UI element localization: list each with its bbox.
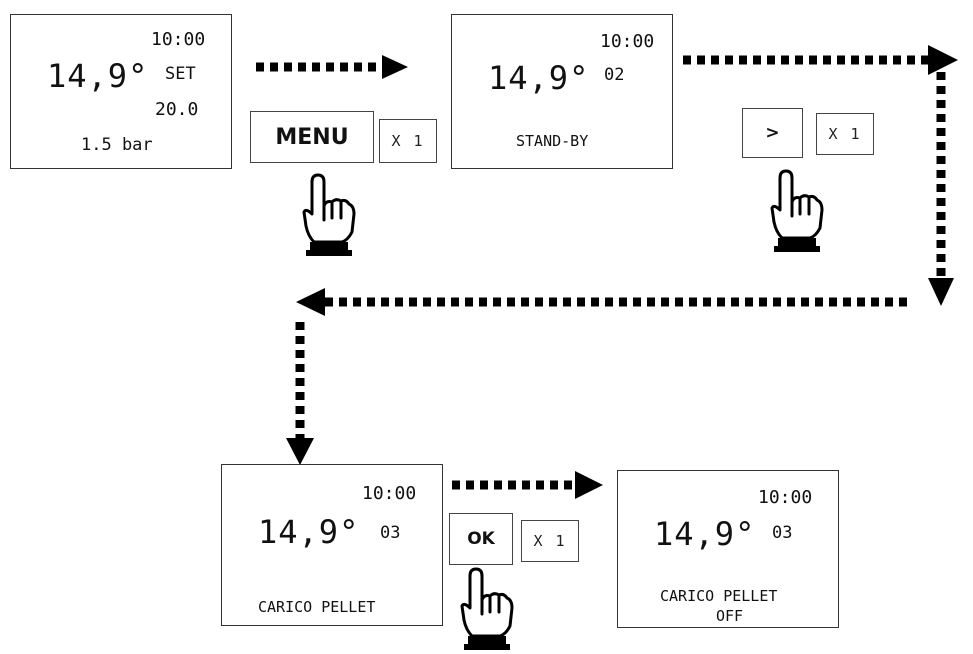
menu-code: 03 bbox=[772, 523, 793, 543]
menu-button-label: MENU bbox=[275, 124, 349, 150]
set-label: SET bbox=[165, 64, 196, 84]
pointing-hand-icon bbox=[770, 169, 824, 252]
water-pressure: 1.5 bar bbox=[81, 135, 153, 155]
menu-code: 02 bbox=[604, 65, 625, 85]
arrowhead-step1 bbox=[382, 55, 408, 79]
display-screen-1: 10:00 14,9° SET 20.0 1.5 bar bbox=[10, 14, 232, 169]
press-count-label: X 1 bbox=[828, 125, 862, 143]
clock-time: 10:00 bbox=[758, 487, 813, 508]
arrowhead-down-left bbox=[286, 438, 314, 465]
display-screen-2: 10:00 14,9° 02 STAND-BY bbox=[451, 14, 673, 169]
press-count-label: X 1 bbox=[391, 132, 425, 150]
status-text: STAND-BY bbox=[516, 132, 589, 150]
clock-time: 10:00 bbox=[600, 31, 655, 52]
menu-code: 03 bbox=[380, 523, 401, 543]
next-button[interactable]: > bbox=[742, 108, 803, 158]
status-text: CARICO PELLET bbox=[258, 598, 376, 616]
pointing-hand-icon bbox=[302, 173, 356, 256]
room-temperature: 14,9° bbox=[258, 513, 360, 551]
setpoint-value: 20.0 bbox=[155, 99, 199, 120]
pointing-hand-icon bbox=[460, 567, 514, 650]
arrowhead-back-left bbox=[296, 288, 325, 316]
next-button-label: > bbox=[765, 123, 780, 143]
press-count-step1: X 1 bbox=[379, 119, 437, 163]
ok-button-label: OK bbox=[467, 529, 495, 549]
clock-time: 10:00 bbox=[362, 483, 417, 504]
ok-button[interactable]: OK bbox=[449, 513, 513, 565]
arrowhead-step2 bbox=[928, 45, 958, 75]
menu-button[interactable]: MENU bbox=[250, 111, 374, 163]
room-temperature: 14,9° bbox=[654, 515, 756, 553]
display-screen-3: 10:00 14,9° 03 CARICO PELLET bbox=[221, 464, 443, 626]
status-text-line1: CARICO PELLET bbox=[660, 587, 778, 605]
clock-time: 10:00 bbox=[151, 29, 206, 50]
arrowhead-down-right bbox=[928, 278, 954, 306]
press-count-label: X 1 bbox=[533, 532, 567, 550]
press-count-step3: X 1 bbox=[521, 520, 579, 562]
arrowhead-step3 bbox=[575, 471, 603, 499]
press-count-step2: X 1 bbox=[816, 113, 874, 155]
display-screen-4: 10:00 14,9° 03 CARICO PELLET OFF bbox=[617, 470, 839, 628]
room-temperature: 14,9° bbox=[488, 59, 590, 97]
status-text-line2: OFF bbox=[716, 607, 744, 625]
room-temperature: 14,9° bbox=[47, 57, 149, 95]
